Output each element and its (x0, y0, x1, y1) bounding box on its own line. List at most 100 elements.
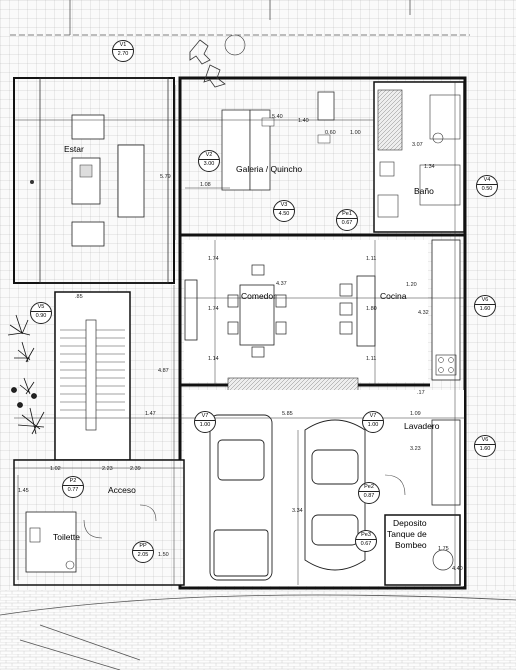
room-comedor: Comedor (241, 291, 276, 301)
tag-code: V2 (199, 151, 219, 160)
dim-label: 1.47 (145, 411, 156, 417)
exterior-walls (178, 76, 467, 590)
tag-size: 1.60 (479, 306, 491, 312)
dim-label: 1.40 (298, 118, 309, 124)
dim-label: 4.40 (452, 566, 463, 572)
dim-label: 1.02 (50, 466, 61, 472)
dim-label: 2.23 (102, 466, 113, 472)
room-bano: Baño (414, 186, 434, 196)
room-acceso: Acceso (108, 485, 136, 495)
dim-label: 4.87 (158, 368, 169, 374)
room-toilette: Toilette (53, 532, 80, 542)
dim-label: 4.37 (276, 281, 287, 287)
tag-code: V7 (363, 412, 383, 421)
dim-label: .17 (417, 390, 425, 396)
dim-label: 3.34 (292, 508, 303, 514)
tag-code: Pe1 (337, 210, 357, 219)
room-cocina: Cocina (380, 291, 407, 301)
tag-size: 1.00 (199, 422, 211, 428)
tag-code: V6 (475, 436, 495, 445)
dim-label: .85 (75, 294, 83, 300)
garden-plants (7, 314, 45, 435)
tag-size: 1.00 (367, 422, 379, 428)
street-paving (0, 590, 516, 670)
dim-label: 3.23 (410, 446, 421, 452)
room-estar: Estar (64, 144, 84, 154)
dim-label: 5.79 (160, 174, 171, 180)
tag-size: 2.05 (137, 552, 149, 558)
dim-label: 0.60 (325, 130, 336, 136)
dim-label: 1.74 (208, 256, 219, 262)
room-bombeo: Bombeo (395, 540, 427, 550)
tag-size: 1.60 (479, 446, 491, 452)
dim-label: 4.32 (418, 310, 429, 316)
tag-code: V1 (113, 41, 133, 50)
room-tanque: Tanque de (387, 529, 427, 539)
tag-size: 4.50 (278, 211, 290, 217)
dim-label: 1.34 (424, 164, 435, 170)
dimension-lines (14, 82, 465, 585)
tag-size: 0.90 (35, 313, 47, 319)
dim-label: 5.40 (272, 114, 283, 120)
dim-label: 1.74 (208, 306, 219, 312)
tag-code: V5 (31, 303, 51, 312)
tag-size: 2.70 (117, 51, 129, 57)
dim-label: 1.45 (18, 488, 29, 494)
tag-code: V4 (477, 176, 497, 185)
lavadero-deposito (384, 390, 464, 586)
dim-label: 5.85 (282, 411, 293, 417)
dim-label: 1.20 (406, 282, 417, 288)
tag-size: 0.67 (360, 541, 372, 547)
tag-size: 0.50 (481, 186, 493, 192)
tag-size: 0.77 (67, 487, 79, 493)
tag-code: P2 (63, 477, 83, 486)
dim-label: 1.50 (158, 552, 169, 558)
comedor-cocina (184, 239, 461, 382)
estar-area (13, 77, 175, 284)
dim-label: 1.80 (366, 306, 377, 312)
dim-label: 1.11 (366, 356, 377, 362)
tag-code: Pe3 (356, 531, 376, 540)
dim-label: 1.75 (438, 546, 449, 552)
dim-label: 3.07 (412, 142, 423, 148)
tag-size: 0.67 (341, 220, 353, 226)
room-deposito: Deposito (393, 518, 427, 528)
dim-label: 2.39 (130, 466, 141, 472)
dim-label: 1.09 (410, 411, 421, 417)
tag-code: PP (133, 542, 153, 551)
garage-area (13, 390, 384, 586)
tag-code: V3 (274, 201, 294, 210)
bano-area (373, 81, 465, 233)
room-lavadero: Lavadero (404, 421, 440, 431)
